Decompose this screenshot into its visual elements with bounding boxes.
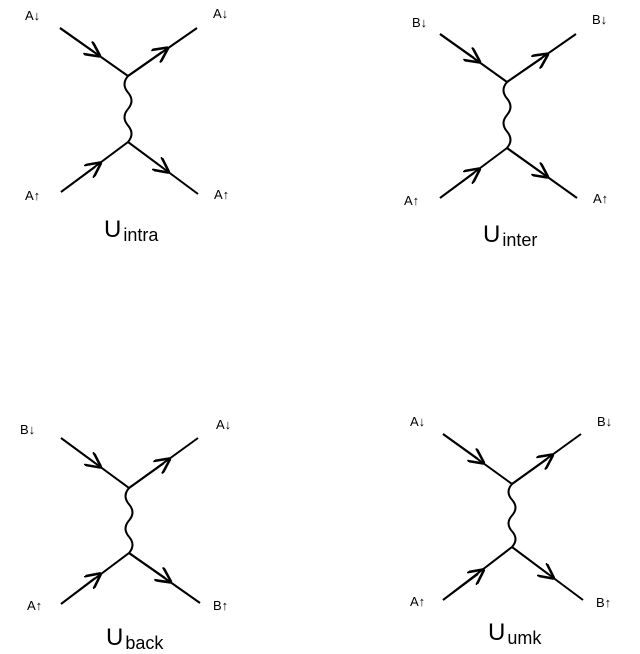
label-out-top: A↓ (213, 6, 228, 21)
caption-main: U (483, 221, 500, 248)
arrow-head (60, 578, 95, 605)
arrow-head (60, 167, 95, 193)
caption-main: U (488, 619, 505, 646)
interaction-wavy-line (124, 487, 134, 554)
label-out-top: B↓ (597, 414, 612, 429)
arrow-marks (60, 437, 165, 605)
arrow-head (439, 173, 474, 199)
arrow-marks (59, 27, 163, 193)
label-in-bottom: A↑ (410, 594, 425, 609)
label-out-top: A↓ (216, 417, 231, 432)
label-in-bottom: A↑ (404, 193, 419, 208)
interaction-wavy-line (502, 81, 512, 149)
vertex-lines (59, 27, 199, 195)
arrow-head (511, 546, 548, 574)
caption-subscript: back (125, 633, 164, 653)
caption-main: U (104, 216, 121, 243)
vertex-lines (60, 437, 201, 605)
arrow-head (511, 459, 547, 485)
vertex-lines (442, 433, 584, 601)
label-in-top: A↓ (410, 414, 425, 429)
arrow-head (127, 52, 162, 77)
interaction-wavy-line (507, 483, 517, 548)
arrow-marks (442, 433, 548, 601)
arrow-head (127, 141, 163, 168)
arrow-head (60, 437, 95, 463)
vertex-lines (439, 33, 578, 199)
arrow-head (442, 574, 478, 601)
label-in-bottom: A↑ (27, 598, 42, 613)
arrow-head (442, 433, 478, 459)
label-out-bottom: A↑ (214, 187, 229, 202)
caption-subscript: umk (507, 628, 542, 648)
label-in-top: B↓ (412, 15, 427, 30)
caption-subscript: inter (502, 230, 537, 250)
label-out-bottom: B↑ (213, 598, 228, 613)
arrow-head (506, 147, 542, 173)
label-out-bottom: B↑ (596, 595, 611, 610)
arrow-head (439, 33, 474, 58)
arrow-head (128, 552, 165, 578)
label-out-top: B↓ (592, 12, 607, 27)
label-in-top: A↓ (25, 8, 40, 23)
arrow-head (128, 463, 164, 489)
interaction-wavy-line (123, 75, 133, 143)
arrow-head (59, 27, 94, 52)
label-out-bottom: A↑ (593, 191, 608, 206)
label-in-bottom: A↑ (25, 188, 40, 203)
arrow-head (506, 58, 542, 83)
caption-main: U (106, 624, 123, 651)
label-in-top: B↓ (20, 422, 35, 437)
caption-subscript: intra (123, 225, 159, 245)
arrow-marks (439, 33, 542, 199)
